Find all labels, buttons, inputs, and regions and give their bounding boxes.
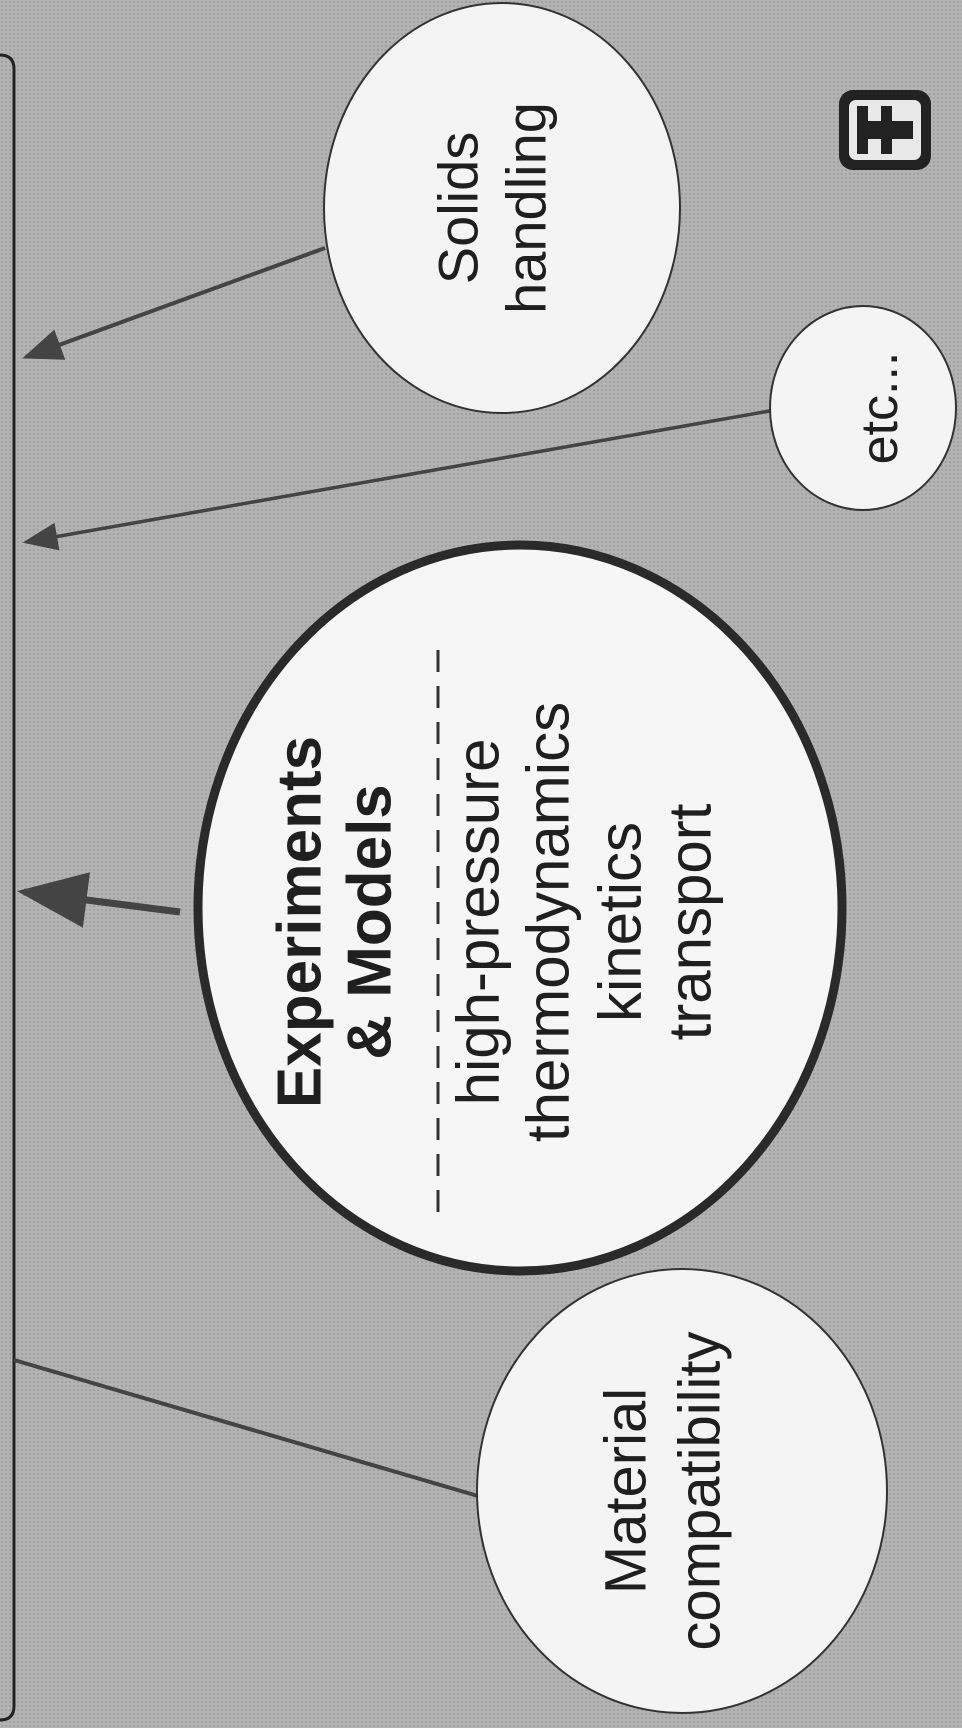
organization-logo-icon xyxy=(839,90,931,170)
material-label-line2: compatibility xyxy=(668,1331,733,1650)
experiments-item-kinetics: kinetics xyxy=(587,822,654,1022)
arrow-solids-handling xyxy=(22,246,326,360)
etc-bubble: etc... xyxy=(769,305,957,511)
arrow-experiments-models xyxy=(17,872,181,928)
material-label-line1: Material xyxy=(594,1388,659,1594)
solids-handling-label-line1: Solids xyxy=(427,132,490,285)
experiments-title-line1: Experiments xyxy=(266,736,335,1108)
solids-handling-label-line2: handling xyxy=(495,102,558,314)
experiments-title-line2: & Models xyxy=(336,784,405,1060)
experiments-item-transport: transport xyxy=(657,803,724,1040)
central-box-edge xyxy=(0,53,16,1722)
arrow-etc xyxy=(22,408,776,551)
experiments-models-bubble: Experiments & Models high-pressure therm… xyxy=(193,540,847,1276)
arrow-material-compatibility xyxy=(13,1358,479,1498)
etc-label: etc... xyxy=(851,352,909,465)
experiments-item-thermodynamics: thermodynamics xyxy=(515,702,582,1142)
experiments-item-high-pressure: high-pressure xyxy=(445,739,512,1106)
solids-handling-bubble: Solids handling xyxy=(323,2,681,414)
material-compatibility-bubble: Material compatibility xyxy=(476,1268,888,1714)
